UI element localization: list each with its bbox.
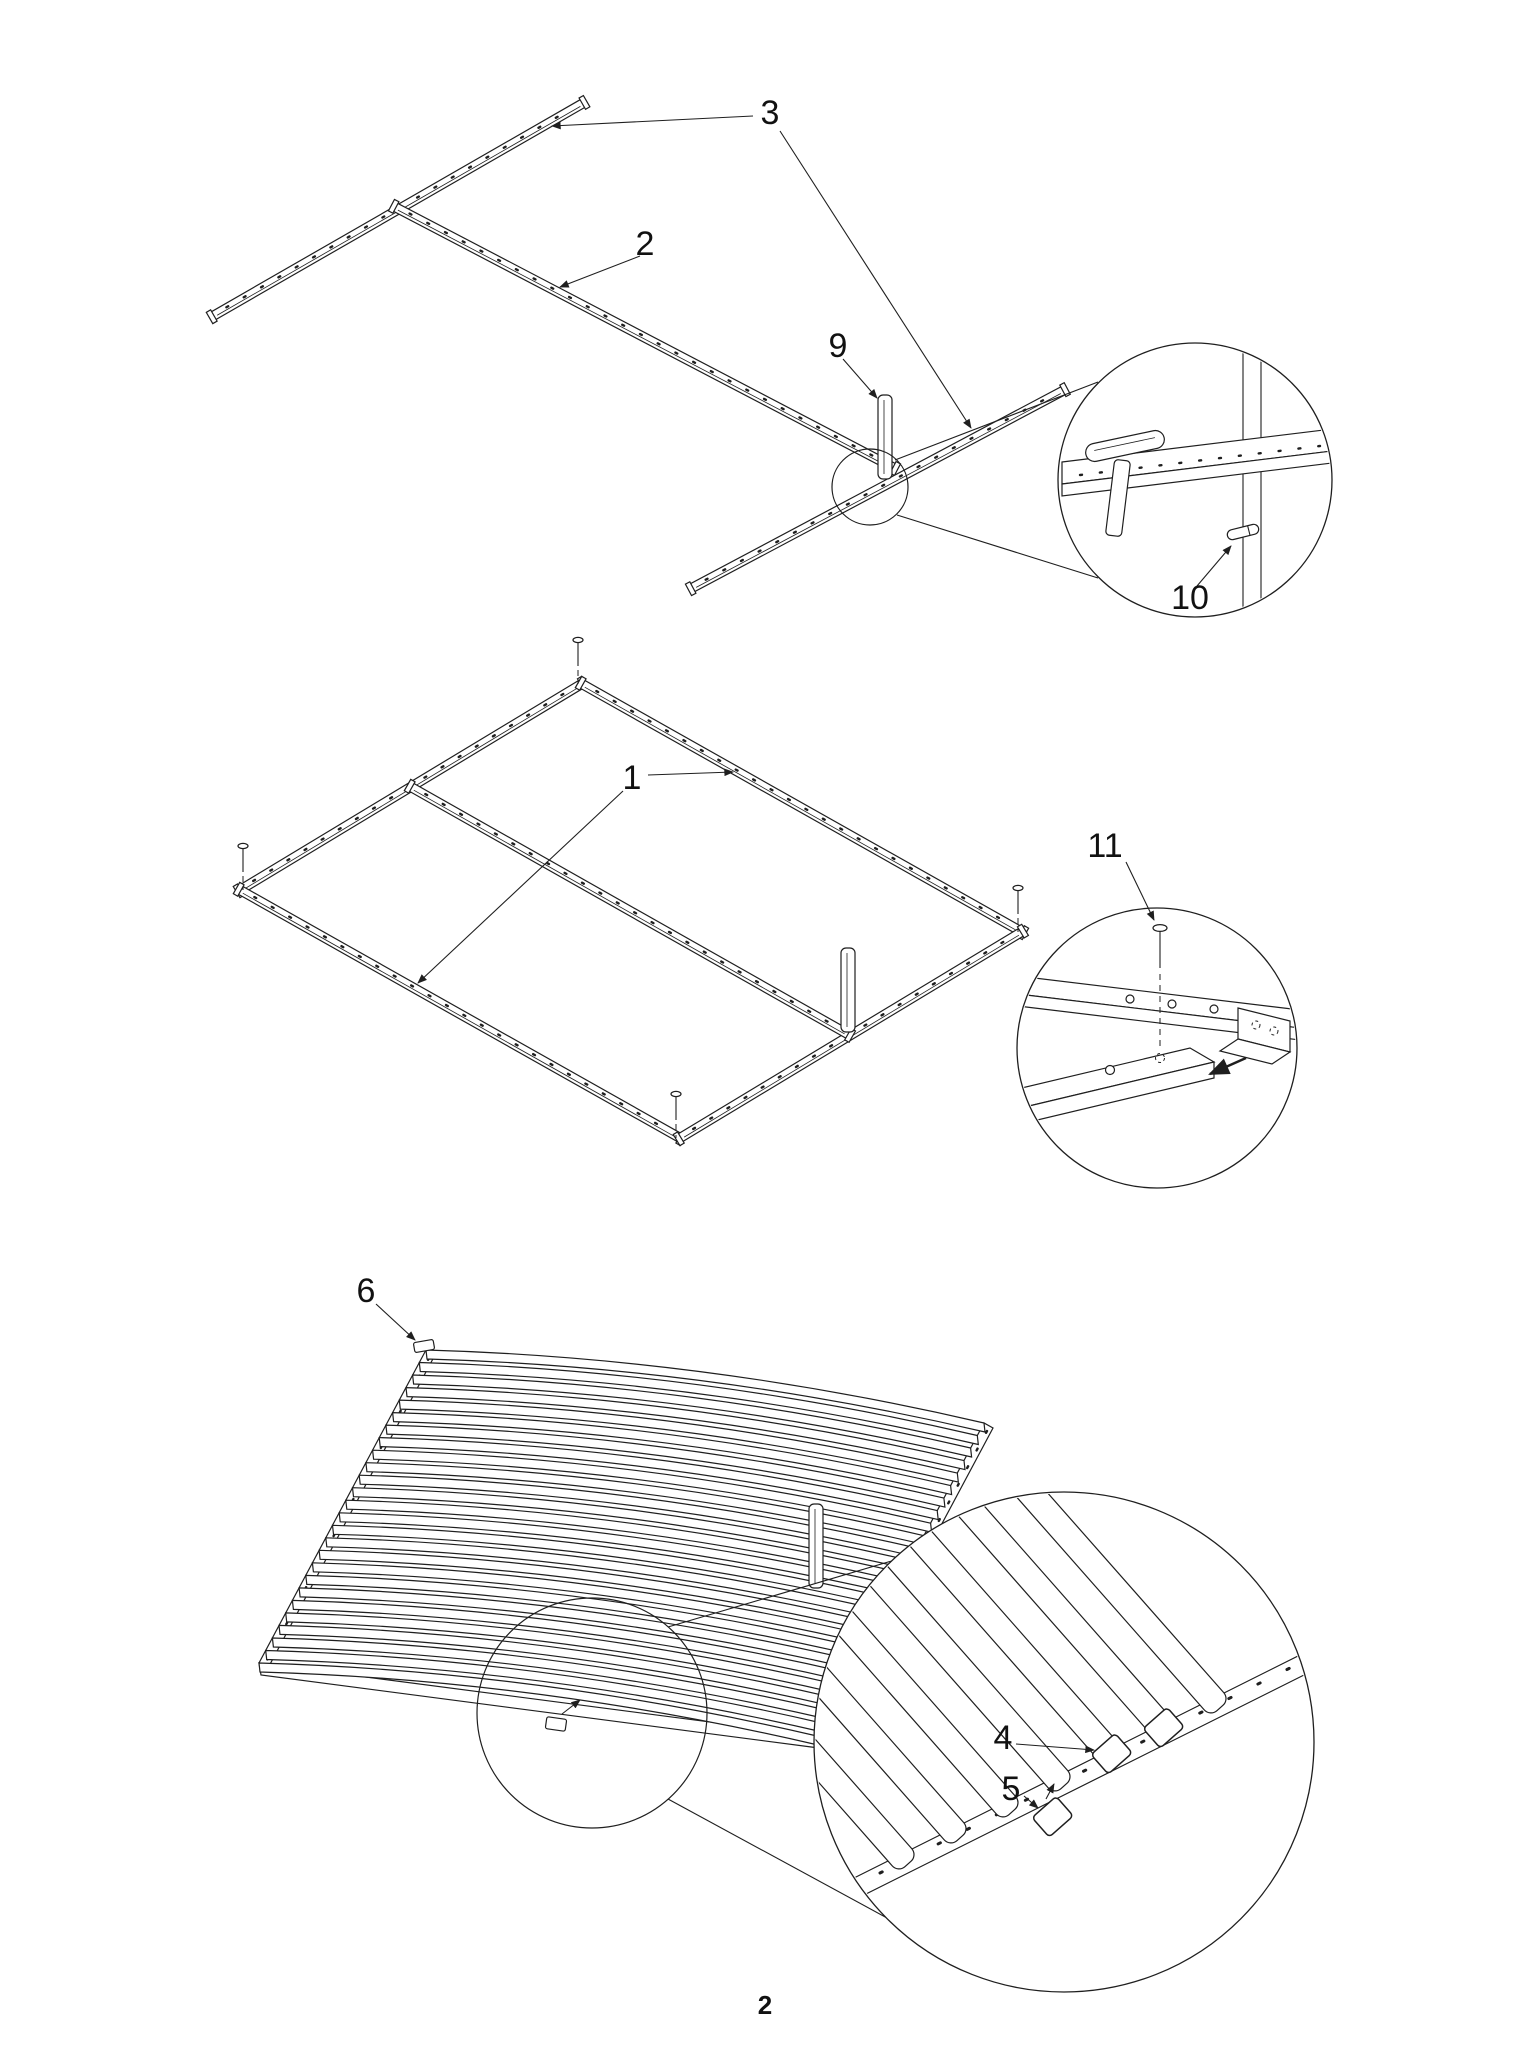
slat-holder-cap	[1143, 1708, 1184, 1748]
rail-top-face	[1018, 975, 1296, 1029]
leader-4	[1015, 1743, 1095, 1754]
cap-insert-arrow	[1045, 1783, 1055, 1800]
detail-2-content	[1018, 923, 1296, 1124]
corner-bracket-flange	[1218, 1038, 1292, 1065]
rail-front-face	[1061, 450, 1331, 497]
locking-pin	[1226, 523, 1260, 541]
support-bracket	[808, 1503, 824, 1589]
zoom-source-circle-3	[476, 1597, 708, 1829]
leader-1a	[647, 768, 734, 777]
label-5: 5	[1002, 1770, 1021, 1808]
detail-circle-2	[1016, 907, 1298, 1189]
zoom-link-line	[896, 514, 1099, 579]
zoom-source-circle-1	[831, 448, 909, 526]
detail-1-content	[1061, 345, 1331, 613]
insert-arrow	[1208, 1056, 1247, 1076]
leader-9	[842, 358, 878, 399]
loose-cap-arrow	[561, 1699, 581, 1715]
label-2: 2	[636, 225, 655, 263]
leader-10	[1196, 545, 1232, 587]
hook-bracket	[877, 394, 893, 480]
label-11: 11	[1087, 827, 1122, 865]
leader-1b	[417, 790, 624, 984]
slat-holder-cap	[1091, 1734, 1132, 1774]
step2-diagram: 1 11	[232, 636, 1298, 1189]
leader-3b	[779, 130, 972, 429]
loose-end-cap	[544, 1716, 568, 1732]
rail-front-face	[1018, 993, 1296, 1041]
page-number: 2	[758, 1990, 772, 2020]
step3-diagram: 6 4 5	[258, 1272, 1315, 1993]
leader-5	[1023, 1795, 1039, 1809]
countersunk-screw	[1152, 923, 1168, 968]
hook-tab	[1085, 429, 1165, 463]
slat-end	[815, 1544, 967, 1844]
leader-2	[559, 255, 641, 288]
leader-6	[375, 1303, 416, 1341]
zoom-link-line	[894, 381, 1099, 461]
label-4: 4	[994, 1719, 1013, 1757]
leader-3a	[551, 115, 754, 130]
label-1: 1	[623, 759, 642, 797]
label-3: 3	[761, 94, 780, 132]
slat-end	[959, 1493, 1227, 1714]
label-9: 9	[829, 327, 848, 365]
label-6: 6	[357, 1272, 376, 1310]
bracket-strap	[1105, 459, 1131, 537]
support-bracket	[840, 947, 856, 1033]
slat-end	[815, 1570, 915, 1870]
leader-11	[1125, 861, 1155, 921]
end-cap-loose	[1032, 1797, 1073, 1837]
detail-circle-3	[813, 1491, 1315, 1993]
zoom-link-line	[667, 1559, 896, 1628]
corner-cap	[413, 1339, 435, 1353]
frame-rail-top	[574, 675, 1030, 941]
side-rail	[387, 198, 902, 477]
center-rail	[403, 778, 857, 1044]
frame-rail-bottom	[232, 881, 688, 1147]
zoom-link-line	[667, 1798, 901, 1926]
label-10: 10	[1171, 579, 1209, 617]
step1-diagram: 3 2 9 10	[205, 94, 1333, 618]
